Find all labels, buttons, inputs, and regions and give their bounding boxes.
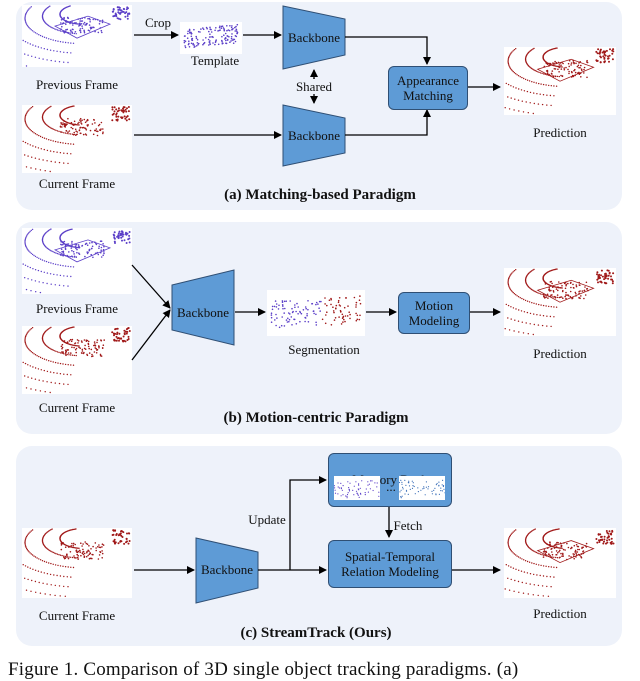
current-frame-label-a: Current Frame: [38, 176, 116, 191]
memory-slot-2: [398, 476, 446, 500]
backbone-label-a-top: Backbone: [288, 30, 340, 45]
prediction-pointcloud-a: [504, 47, 616, 115]
backbone-label-a-bottom: Backbone: [288, 128, 340, 143]
prediction-label-b: Prediction: [533, 346, 587, 361]
template-pointcloud: [180, 22, 242, 54]
motion-modeling-box: Motion Modeling: [398, 292, 470, 334]
segmentation-pointcloud: [267, 290, 365, 336]
panel-c-title: (c) StreamTrack (Ours): [240, 625, 392, 641]
appearance-matching-box: Appearance Matching: [388, 66, 468, 110]
figure-caption: Figure 1. Comparison of 3D single object…: [8, 659, 519, 680]
update-arrow: [289, 476, 327, 570]
memory-ellipsis: ...: [386, 479, 396, 494]
prediction-pointcloud-c: [504, 528, 616, 598]
panel-b-title: (b) Motion-centric Paradigm: [223, 410, 409, 426]
panel-a-title: (a) Matching-based Paradigm: [224, 187, 416, 203]
shared-label: Shared: [295, 79, 333, 94]
memory-bank-box: Memory Bank ...: [328, 453, 452, 507]
update-label: Update: [248, 512, 286, 527]
backbone-shape-c: [195, 537, 259, 604]
current-frame-pointcloud-c: [22, 528, 132, 598]
current-frame-label-b: Current Frame: [38, 400, 116, 415]
previous-frame-label-b: Previous Frame: [36, 301, 118, 316]
template-label: Template: [190, 53, 240, 68]
current-frame-pointcloud-b: [22, 326, 132, 394]
current-frame-label-c: Current Frame: [38, 608, 116, 623]
backbone-label-c: Backbone: [201, 562, 253, 577]
backbone-shape-a-bottom: [282, 104, 346, 167]
memory-slot-1: [333, 476, 380, 500]
previous-frame-label-a: Previous Frame: [36, 77, 118, 92]
spatial-temporal-relation-box: Spatial-Temporal Relation Modeling: [328, 540, 452, 588]
backbone-shape-a-top: [282, 5, 346, 70]
prediction-label-c: Prediction: [533, 606, 587, 621]
current-frame-pointcloud-a: [22, 105, 132, 173]
previous-frame-pointcloud-b: [22, 228, 132, 294]
bottom-backbone-to-matching-arrow: [345, 109, 431, 136]
backbone-shape-b: [171, 269, 235, 346]
previous-frame-pointcloud-a: [22, 5, 132, 67]
prediction-pointcloud-b: [504, 268, 616, 336]
prev-to-backbone-arrow-b: [131, 264, 171, 309]
crop-label: Crop: [145, 15, 171, 30]
segmentation-label: Segmentation: [288, 342, 360, 357]
prediction-label-a: Prediction: [533, 125, 587, 140]
cur-to-backbone-arrow-b: [131, 309, 171, 361]
fetch-label: Fetch: [393, 518, 423, 533]
top-backbone-to-matching-arrow: [345, 36, 431, 65]
backbone-label-b: Backbone: [177, 305, 229, 320]
